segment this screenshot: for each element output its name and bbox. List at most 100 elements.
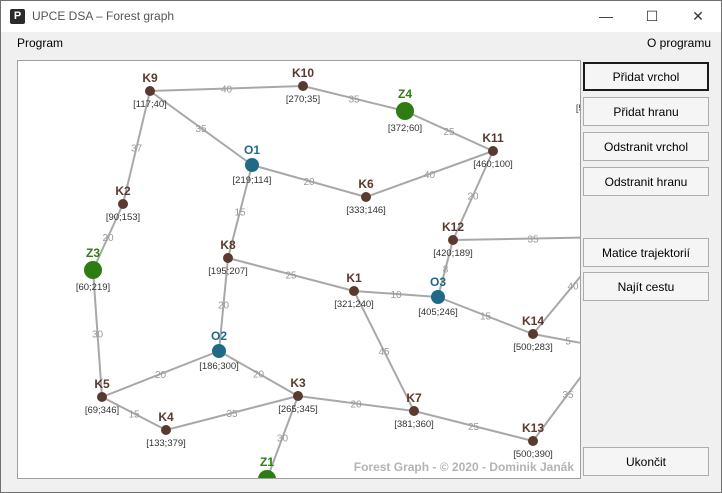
node-k2[interactable] (118, 199, 128, 209)
node-k6[interactable] (361, 192, 371, 202)
node-coord-label: [333;146] (346, 205, 386, 216)
edge-K8-O2[interactable] (218, 257, 229, 352)
node-coord-label: [500;390] (513, 449, 553, 460)
edge-weight-label: 40 (424, 170, 436, 181)
node-z4[interactable] (396, 102, 414, 120)
node-name-label: K6 (358, 177, 374, 191)
node-k5[interactable] (97, 392, 107, 402)
edge-weight-label: 45 (378, 347, 390, 358)
node-o3[interactable] (431, 290, 445, 304)
close-button[interactable]: ✕ (692, 8, 704, 24)
edge-K5-K4[interactable] (101, 396, 167, 431)
node-coord-label: [186;300] (199, 361, 239, 372)
title-bar[interactable]: P UPCE DSA – Forest graph — ☐ ✕ (1, 1, 721, 32)
edge-weight-label: 35 (562, 390, 574, 401)
edge-K3-K7[interactable] (297, 395, 415, 412)
node-name-label: K3 (290, 376, 306, 390)
edge-K3-Z1[interactable] (266, 395, 299, 480)
node-coord-label: [60;219] (76, 282, 110, 293)
edge-K2-Z3[interactable] (92, 203, 124, 271)
edge-K9-K10[interactable] (149, 85, 304, 92)
maximize-button[interactable]: ☐ (645, 8, 659, 24)
edge-K10-Z4[interactable] (302, 85, 406, 112)
node-coord-label: [133;379] (146, 438, 186, 449)
edge-weight-label: 25 (443, 127, 455, 138)
node-name-label: K10 (292, 66, 314, 80)
node-k13[interactable] (528, 436, 538, 446)
edge-Z3-K5[interactable] (92, 269, 103, 398)
node-name-label: K7 (406, 391, 422, 405)
node-coord-label: [270;35] (286, 94, 320, 105)
edge-weight-label: 15 (234, 208, 246, 219)
edge-O2-K3[interactable] (218, 350, 299, 397)
node-name-label: K13 (522, 421, 544, 435)
edge-K5-O2[interactable] (101, 350, 220, 398)
edge-weight-label: 40 (567, 282, 579, 293)
node-k3[interactable] (293, 391, 303, 401)
edge-K1-K7[interactable] (353, 290, 415, 412)
edge-weight-label: 30 (277, 434, 289, 445)
remove-edge-button[interactable]: Odstranit hranu (583, 167, 709, 196)
remove-vertex-button[interactable]: Odstranit vrchol (583, 132, 709, 161)
edge-K12-O3[interactable] (437, 239, 454, 298)
node-name-label: K8 (220, 238, 236, 252)
node-k1[interactable] (349, 286, 359, 296)
node-coord-label: [265;345] (278, 404, 318, 415)
node-o1[interactable] (245, 158, 259, 172)
edge-K12-K15[interactable] (452, 236, 614, 241)
edge-K9-O1[interactable] (149, 90, 253, 166)
node-name-label: K1 (346, 271, 362, 285)
quit-button[interactable]: Ukončit (583, 447, 709, 476)
menu-about[interactable]: O programu (647, 36, 712, 50)
menu-program[interactable]: Program (17, 36, 64, 50)
edge-weight-label: 40 (221, 85, 233, 96)
graph-svg[interactable]: 4035253537204020353581520252010154053020… (18, 61, 633, 493)
edge-weight-label: 20 (303, 177, 315, 188)
node-k11[interactable] (488, 146, 498, 156)
edge-Z4-K11[interactable] (404, 110, 494, 152)
edge-K6-K11[interactable] (365, 150, 494, 198)
node-name-label: K12 (442, 220, 464, 234)
edge-K11-K12[interactable] (452, 150, 494, 241)
node-o2[interactable] (212, 344, 226, 358)
edge-weight-label: 25 (285, 271, 297, 282)
node-k4[interactable] (161, 425, 171, 435)
edge-K4-K3[interactable] (165, 395, 299, 431)
edge-weight-label: 8 (443, 265, 449, 276)
node-k8[interactable] (223, 253, 233, 263)
node-coord-label: [321;240] (334, 299, 374, 310)
node-coord-label: [420;189] (433, 248, 473, 259)
find-path-button[interactable]: Najít cestu (583, 272, 709, 301)
add-edge-button[interactable]: Přidat hranu (583, 97, 709, 126)
edge-weight-label: 15 (128, 410, 140, 421)
node-name-label: K4 (158, 410, 174, 424)
add-vertex-button[interactable]: Přidat vrchol (583, 62, 709, 91)
trajectory-matrix-button[interactable]: Matice trajektorií (583, 238, 709, 267)
menu-bar: Program O programu (1, 32, 721, 54)
edge-O1-K6[interactable] (251, 164, 367, 198)
node-coord-label: [372;60] (388, 123, 422, 134)
edge-weight-label: 10 (390, 290, 402, 301)
edge-weight-label: 15 (480, 312, 492, 323)
edge-weight-label: 37 (131, 144, 143, 155)
edge-O3-K14[interactable] (437, 296, 534, 335)
minimize-button[interactable]: — (599, 8, 613, 24)
edge-K7-K13[interactable] (413, 410, 534, 442)
edge-weight-label: 35 (226, 409, 238, 420)
node-k12[interactable] (448, 235, 458, 245)
node-name-label: K11 (482, 131, 504, 145)
node-coord-label: [500;283] (513, 342, 553, 353)
app-icon: P (10, 9, 25, 24)
node-k7[interactable] (409, 406, 419, 416)
node-k10[interactable] (298, 81, 308, 91)
node-k9[interactable] (145, 86, 155, 96)
edge-K8-K1[interactable] (227, 257, 355, 292)
node-z1[interactable] (258, 470, 276, 488)
edge-O1-K8[interactable] (227, 164, 253, 259)
edge-K1-O3[interactable] (353, 290, 439, 298)
node-z3[interactable] (84, 261, 102, 279)
edge-K9-K2[interactable] (122, 90, 151, 205)
graph-canvas[interactable]: 4035253537204020353581520252010154053020… (17, 60, 633, 493)
node-k14[interactable] (528, 329, 538, 339)
